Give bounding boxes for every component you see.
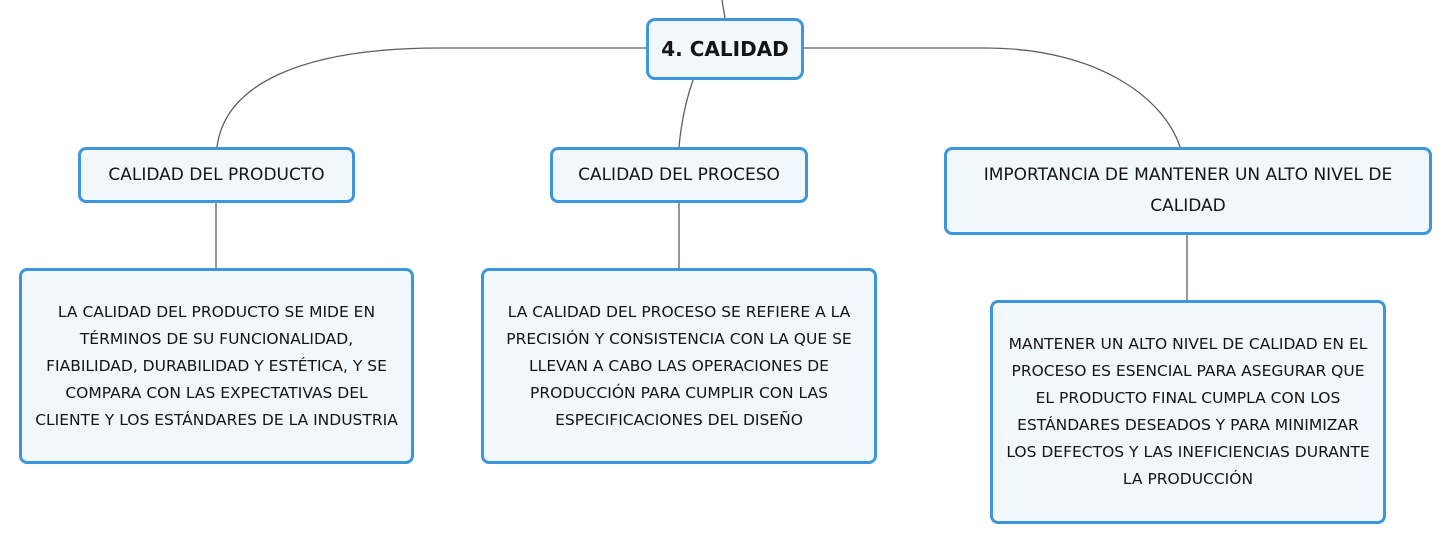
connector-root-to-importance	[804, 47, 1181, 148]
central-topic[interactable]: 4. CALIDAD	[646, 18, 804, 80]
subtopic-process-quality-detail[interactable]: LA CALIDAD DEL PROCESO SE REFIERE A LA P…	[481, 268, 877, 464]
subtopic-quality-importance-text: MANTENER UN ALTO NIVEL DE CALIDAD EN EL …	[1006, 335, 1370, 488]
subtopic-product-quality-detail[interactable]: LA CALIDAD DEL PRODUCTO SE MIDE EN TÉRMI…	[19, 268, 414, 464]
connector-parent-to-root	[721, 0, 726, 19]
topic-product-quality[interactable]: CALIDAD DEL PRODUCTO	[78, 147, 355, 203]
connector-root-to-process	[678, 79, 694, 148]
topic-product-quality-label: CALIDAD DEL PRODUCTO	[108, 164, 325, 185]
topic-quality-importance-label: IMPORTANCIA DE MANTENER UN ALTO NIVEL DE…	[983, 165, 1393, 216]
topic-process-quality-label: CALIDAD DEL PROCESO	[578, 164, 780, 185]
central-topic-label: 4. CALIDAD	[661, 37, 789, 61]
topic-process-quality[interactable]: CALIDAD DEL PROCESO	[550, 147, 808, 203]
subtopic-process-quality-text: LA CALIDAD DEL PROCESO SE REFIERE A LA P…	[506, 302, 852, 429]
subtopic-quality-importance-detail[interactable]: MANTENER UN ALTO NIVEL DE CALIDAD EN EL …	[990, 300, 1386, 524]
connector-root-to-product	[216, 47, 646, 148]
topic-quality-importance[interactable]: IMPORTANCIA DE MANTENER UN ALTO NIVEL DE…	[944, 147, 1432, 235]
subtopic-product-quality-text: LA CALIDAD DEL PRODUCTO SE MIDE EN TÉRMI…	[35, 302, 398, 429]
